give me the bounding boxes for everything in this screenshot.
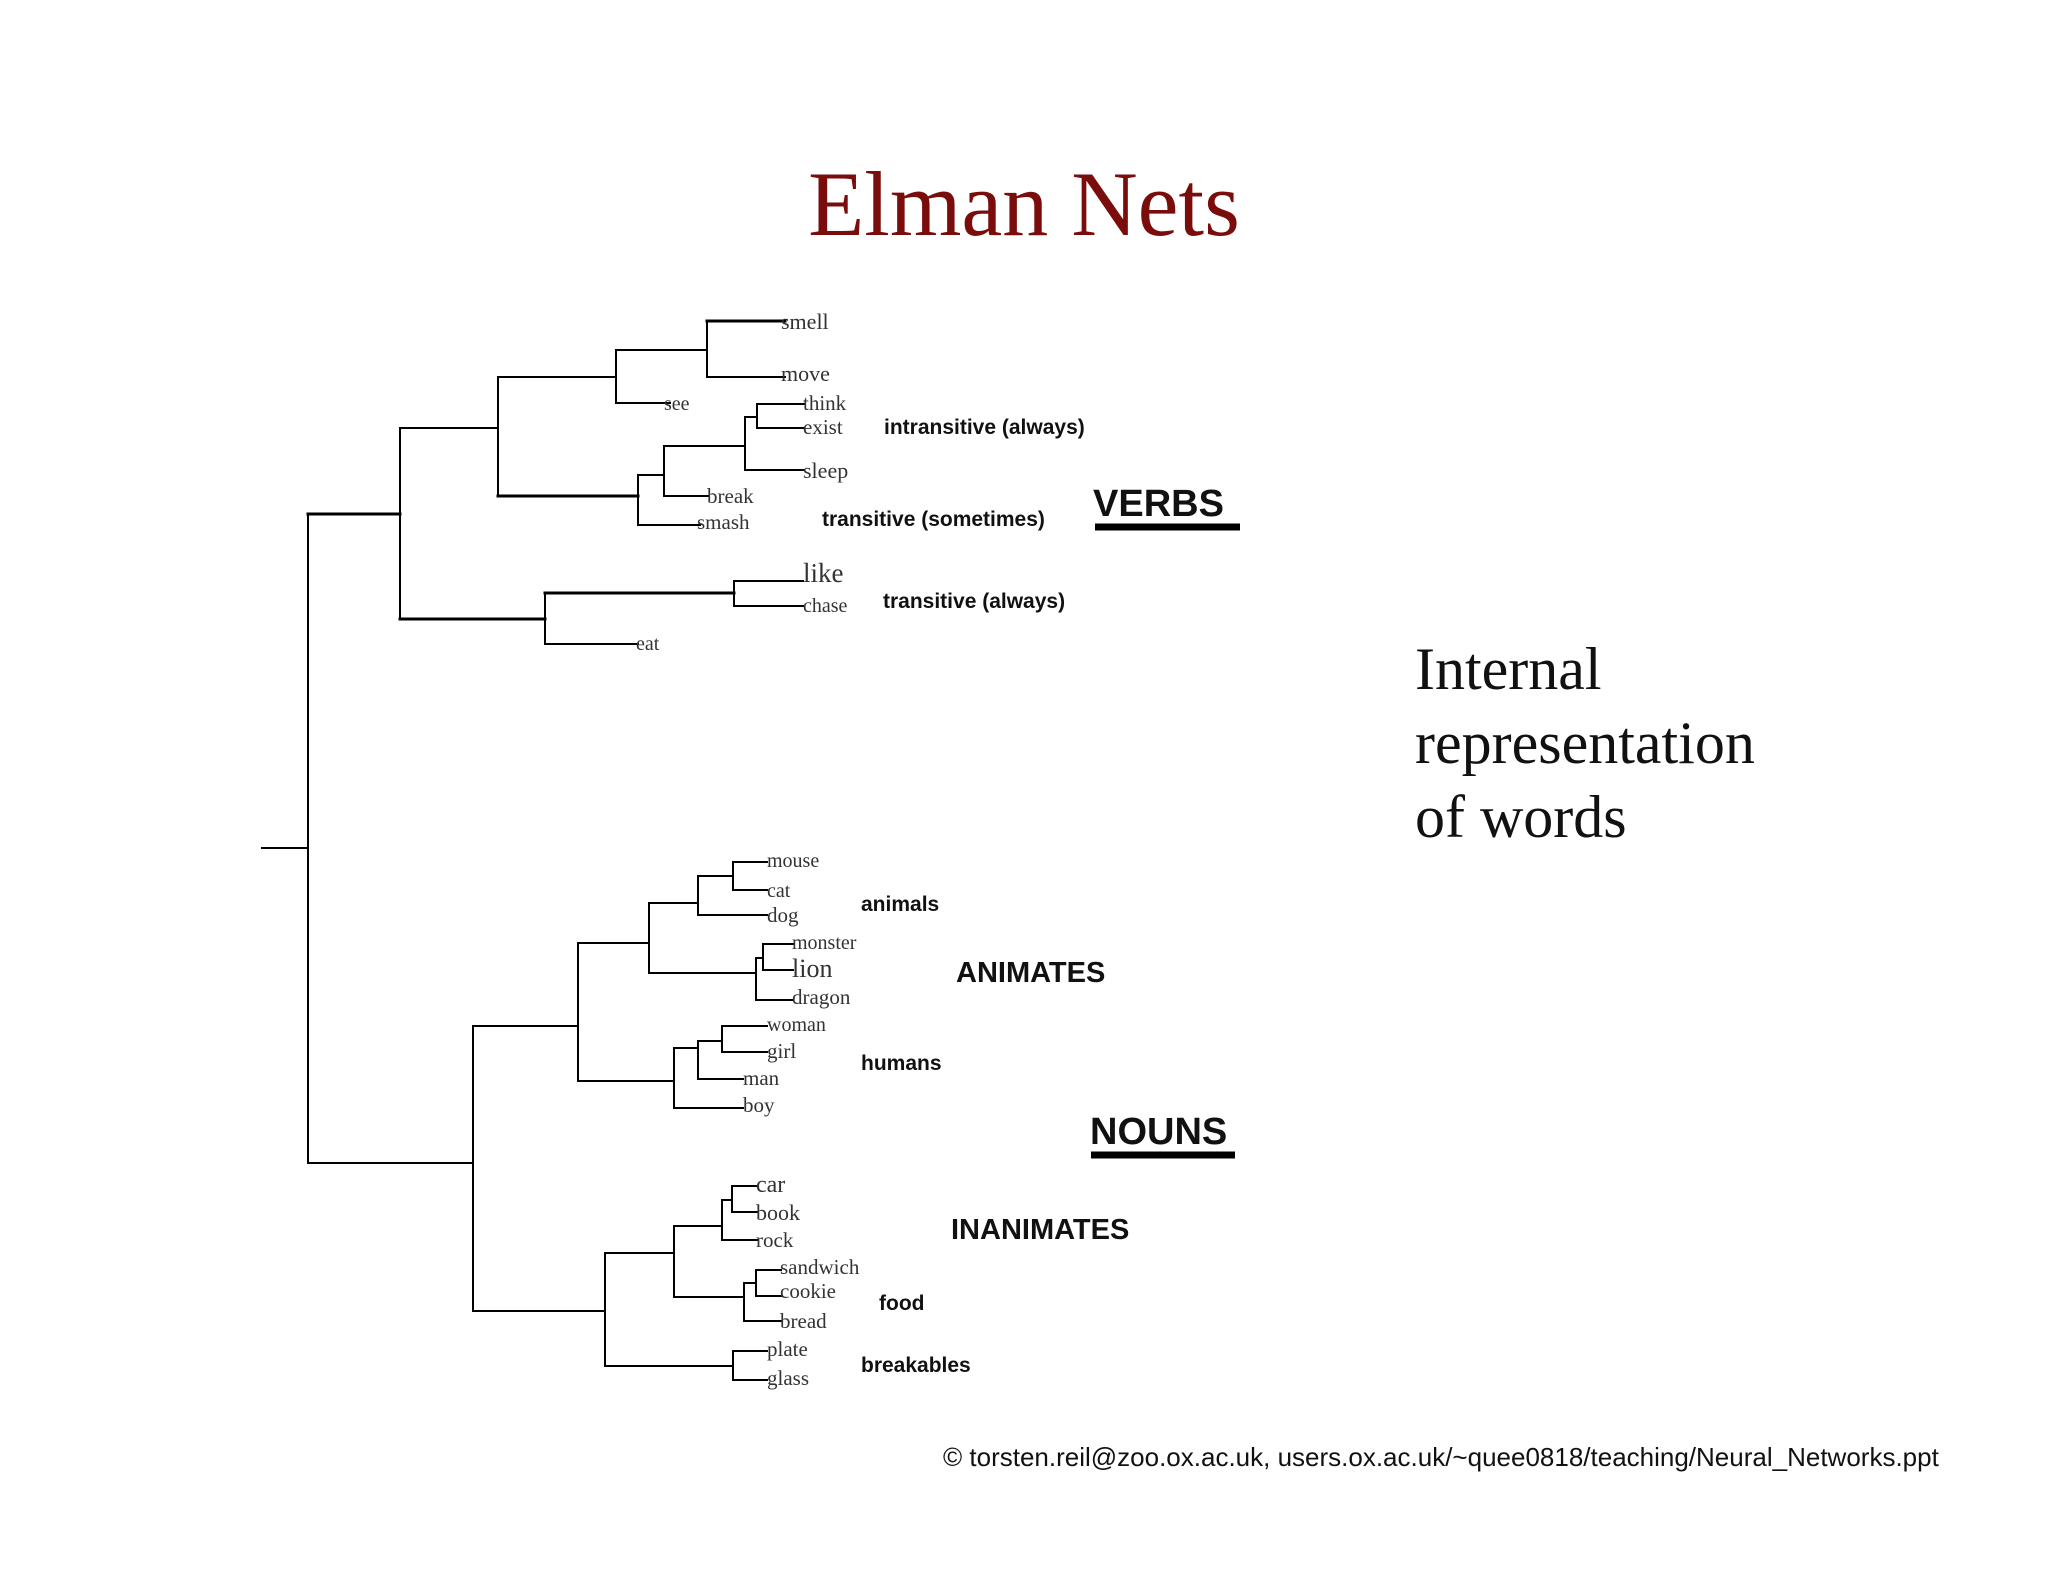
heading-underlines [1091,523,1240,1159]
side-caption: Internal representation of words [1415,632,1755,854]
footer-credit: © torsten.reil@zoo.ox.ac.uk, users.ox.ac… [943,1442,1939,1472]
leaf-exist: exist [803,415,843,439]
leaf-cat: cat [767,880,791,902]
label-animates: ANIMATES [956,957,1105,989]
leaf-like: like [803,558,844,588]
label-nouns: NOUNS [1090,1111,1227,1153]
slide-title: Elman Nets [808,153,1240,255]
leaf-monster: monster [792,932,857,954]
label-humans: humans [861,1052,942,1075]
leaf-dragon: dragon [792,985,851,1009]
label-animals: animals [861,893,939,916]
leaf-dog: dog [767,903,799,927]
label-intransitive-always: intransitive (always) [884,416,1085,439]
leaf-plate: plate [767,1337,808,1361]
leaf-smash: smash [697,510,750,534]
side-caption-line-2: representation [1415,710,1755,776]
leaf-think: think [803,391,847,415]
group-labels: intransitive (always) transitive (someti… [822,416,1227,1377]
leaf-glass: glass [767,1366,809,1390]
leaf-chase: chase [803,595,848,617]
leaf-bread: bread [780,1309,827,1333]
side-caption-line-1: Internal [1415,636,1602,702]
leaf-woman: woman [767,1014,826,1036]
leaf-rock: rock [756,1228,794,1252]
label-verbs: VERBS [1093,483,1224,525]
label-breakables: breakables [861,1354,971,1377]
leaf-man: man [743,1066,780,1090]
leaf-car: car [756,1172,785,1198]
leaf-sleep: sleep [803,458,848,483]
label-food: food [879,1292,924,1315]
leaf-move: move [781,361,830,386]
leaf-eat: eat [636,633,660,655]
label-inanimates: INANIMATES [951,1214,1129,1246]
label-transitive-sometimes: transitive (sometimes) [822,508,1045,531]
side-caption-line-3: of words [1415,784,1627,850]
leaf-lion: lion [792,954,832,983]
leaf-see: see [664,393,690,415]
dendrogram-branches [261,319,805,1381]
leaf-girl: girl [767,1039,796,1063]
leaf-break: break [707,484,754,508]
leaf-cookie: cookie [780,1279,836,1303]
leaf-labels: smell move see think exist sleep break s… [636,309,860,1390]
leaf-boy: boy [743,1093,775,1117]
leaf-sandwich: sandwich [780,1255,860,1279]
leaf-mouse: mouse [767,850,819,872]
leaf-book: book [756,1200,800,1225]
leaf-smell: smell [781,309,829,334]
label-transitive-always: transitive (always) [883,590,1065,613]
